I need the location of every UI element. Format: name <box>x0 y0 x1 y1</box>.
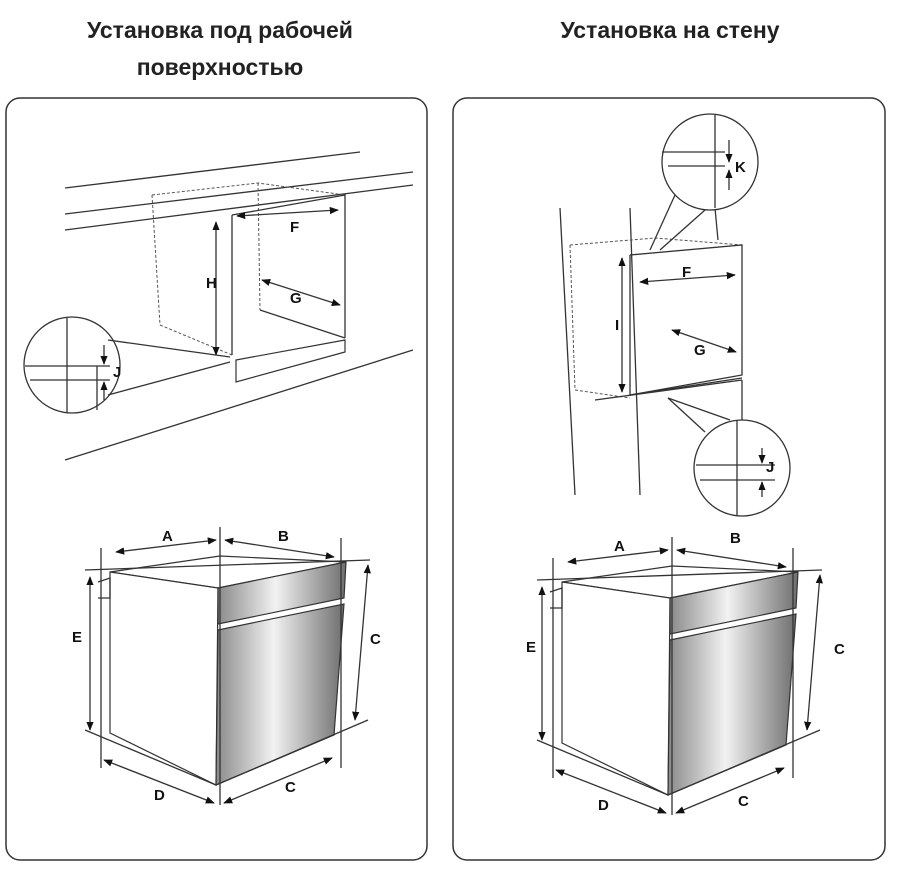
oven-right <box>537 537 822 815</box>
label-c-right-side: C <box>834 641 845 658</box>
label-j-left: J <box>113 364 121 381</box>
label-i: I <box>615 317 619 334</box>
title-wall-mount: Установка на стену <box>560 17 780 43</box>
label-c-left-bottom: C <box>285 779 296 796</box>
title-under-counter: Установка под рабочей поверхностью <box>87 17 353 80</box>
label-a-right: A <box>614 538 625 555</box>
label-a-left: A <box>162 528 173 545</box>
label-c-right-bottom: C <box>738 793 749 810</box>
label-d-left: D <box>154 787 165 804</box>
label-f-left: F <box>290 219 299 236</box>
label-j-right: J <box>766 459 774 476</box>
niche-under-counter <box>23 151 414 461</box>
label-c-left-side: C <box>370 631 381 648</box>
label-g-left: G <box>290 290 302 307</box>
oven-left <box>85 527 370 805</box>
label-g-right: G <box>694 342 706 359</box>
niche-wall <box>559 113 791 517</box>
panel-wall <box>452 97 886 861</box>
label-f-right: F <box>682 264 691 281</box>
label-h: H <box>206 275 217 292</box>
label-b-right: B <box>730 530 741 547</box>
label-b-left: B <box>278 528 289 545</box>
label-d-right: D <box>598 797 609 814</box>
panel-under-counter <box>5 97 428 861</box>
label-e-right: E <box>526 639 536 656</box>
label-k: K <box>735 159 746 176</box>
label-e-left: E <box>72 629 82 646</box>
